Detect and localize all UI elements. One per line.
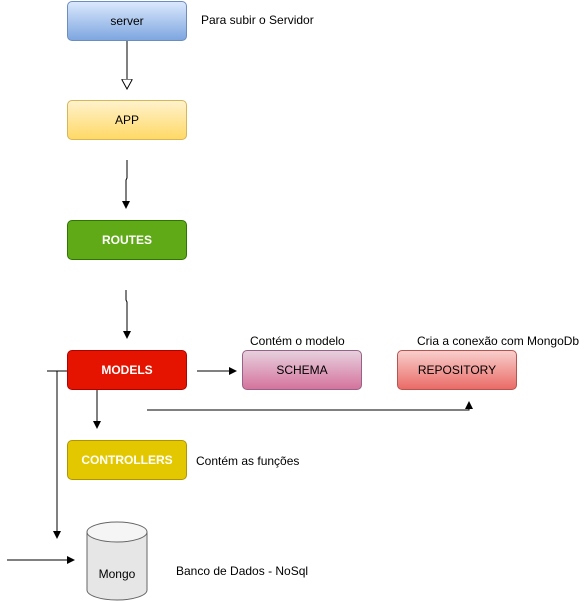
- edge-models-mongo: [53, 370, 67, 539]
- app-node[interactable]: APP: [67, 100, 187, 140]
- repository-node[interactable]: REPOSITORY: [397, 350, 517, 390]
- routes-label: ROUTES: [101, 233, 152, 247]
- edge-app-routes: [122, 160, 130, 209]
- server-node[interactable]: server: [67, 1, 187, 41]
- edge-models-repository: [147, 401, 473, 411]
- mongo-note: Banco de Dados - NoSql: [176, 564, 309, 578]
- schema-note: Contém o modelo: [250, 334, 345, 348]
- server-label: server: [110, 14, 144, 28]
- controllers-node[interactable]: CONTROLLERS: [67, 440, 187, 480]
- edge-routes-models: [123, 290, 131, 339]
- models-node[interactable]: MODELS: [67, 350, 187, 390]
- mongo-label: Mongo: [98, 567, 136, 581]
- routes-node[interactable]: ROUTES: [67, 220, 187, 260]
- schema-label: SCHEMA: [276, 363, 328, 377]
- server-note: Para subir o Servidor: [201, 13, 314, 27]
- mongo-cylinder: [86, 521, 148, 601]
- schema-node[interactable]: SCHEMA: [242, 350, 362, 390]
- repository-label: REPOSITORY: [417, 363, 497, 377]
- models-label: MODELS: [101, 363, 153, 377]
- app-label: APP: [114, 113, 139, 127]
- controllers-label: CONTROLLERS: [81, 453, 173, 467]
- repository-note: Cria a conexão com MongoDb: [417, 334, 580, 348]
- controllers-note: Contém as funções: [196, 454, 300, 468]
